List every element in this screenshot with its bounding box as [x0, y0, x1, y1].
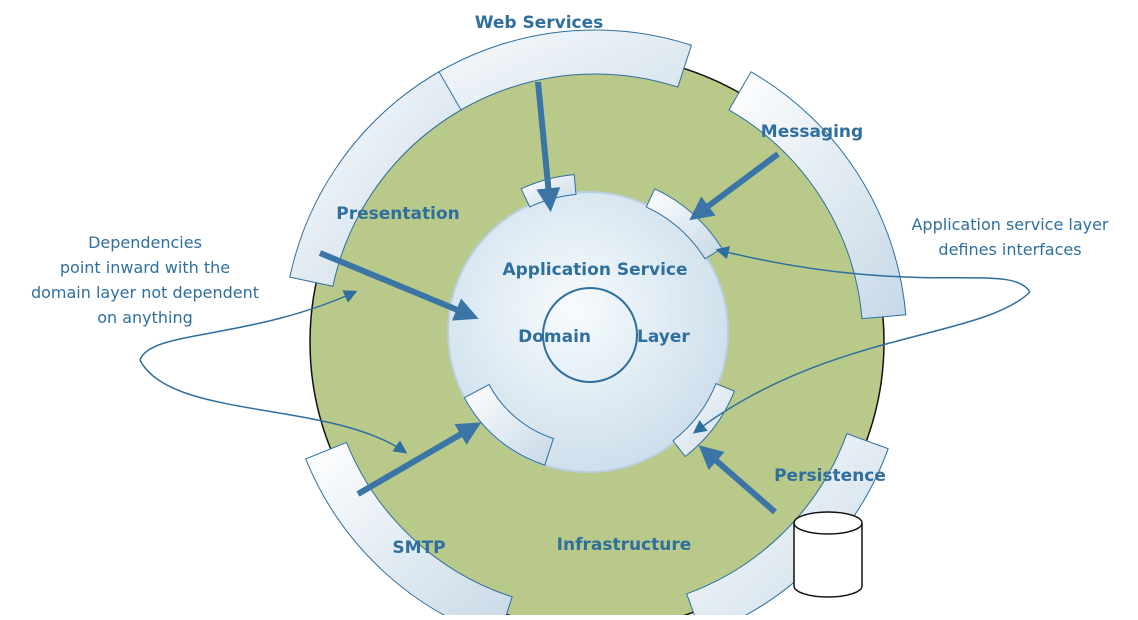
- messaging-label: Messaging: [761, 122, 863, 142]
- web-services-label: Web Services: [475, 13, 604, 33]
- messaging-socket: [645, 188, 723, 260]
- smtp-tab: [305, 441, 513, 620]
- note-right-line-1: Application service layer: [911, 215, 1108, 234]
- persistence-arrow: [698, 445, 777, 515]
- messaging-tab: [728, 71, 907, 320]
- layer-label: Layer: [637, 327, 690, 347]
- infrastructure-label: Infrastructure: [557, 535, 692, 555]
- persistence-label: Persistence: [774, 466, 886, 486]
- note-left-line-2: point inward with the: [60, 258, 230, 277]
- left-annotation-curve-upper: [139, 290, 358, 361]
- web-services-arrow: [535, 81, 561, 213]
- note-left-line-1: Dependencies: [88, 233, 202, 252]
- right-annotation-curve-lower: [692, 291, 1031, 434]
- note-right-line-2: defines interfaces: [938, 240, 1081, 259]
- right-annotation-curve-upper: [715, 246, 1031, 293]
- interfaces-note: Application service layer defines interf…: [911, 215, 1108, 259]
- persistence-socket: [672, 383, 736, 458]
- domain-circle: [542, 287, 638, 383]
- inner-tabs: [463, 174, 736, 466]
- presentation-socket: [463, 383, 555, 466]
- smtp-arrow: [356, 422, 482, 497]
- domain-label: Domain: [518, 327, 591, 347]
- dependencies-note: Dependencies point inward with the domai…: [31, 233, 259, 327]
- outer-tabs: [289, 29, 907, 620]
- database-cylinder-icon: [793, 511, 863, 598]
- note-left-line-4: on anything: [97, 308, 193, 327]
- presentation-arrow: [318, 250, 479, 321]
- application-service-label: Application Service: [502, 260, 687, 280]
- smtp-label: SMTP: [392, 538, 445, 558]
- presentation-label: Presentation: [336, 204, 459, 224]
- presentation-tab: [289, 71, 462, 287]
- note-left-line-3: domain layer not dependent: [31, 283, 259, 302]
- messaging-arrow: [689, 151, 780, 221]
- application-service-circle: [447, 191, 729, 473]
- left-annotation-curve-lower: [139, 359, 408, 454]
